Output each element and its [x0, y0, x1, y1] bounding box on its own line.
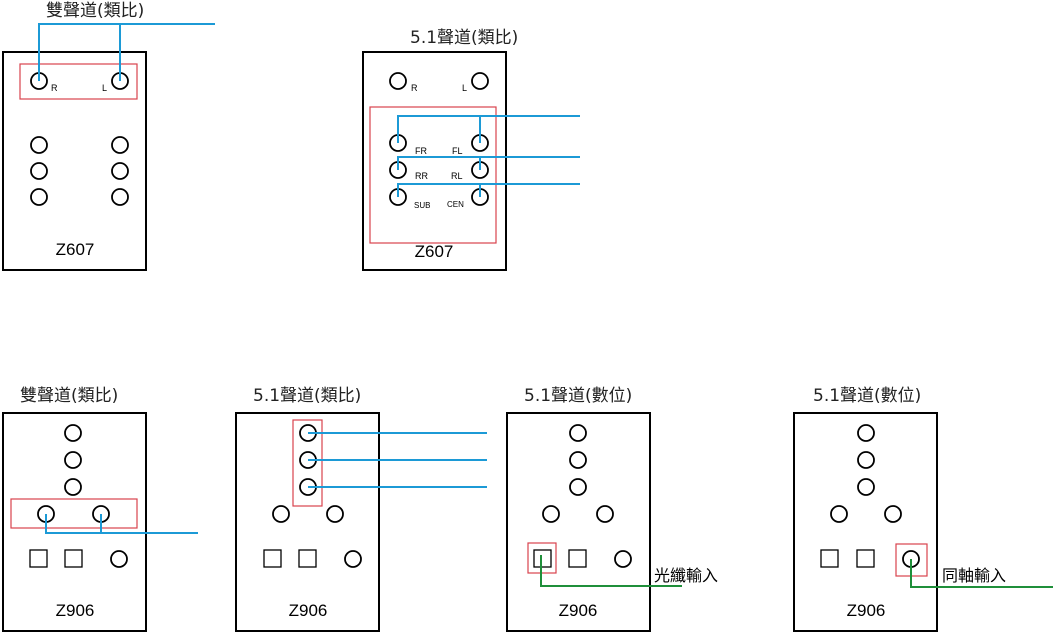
cable-r	[38, 23, 215, 81]
cable-sub-cen	[397, 183, 580, 197]
jack	[272, 505, 290, 523]
jack	[569, 424, 587, 442]
panel-frame	[793, 412, 938, 632]
cable-front	[397, 115, 580, 143]
optical-cable	[540, 555, 682, 587]
jack	[30, 188, 48, 206]
jack	[111, 162, 129, 180]
jack	[857, 424, 875, 442]
panel-title: 5.1聲道(數位)	[524, 386, 632, 406]
jack	[111, 188, 129, 206]
coax-cable	[910, 559, 1053, 588]
panel-frame	[362, 51, 507, 271]
jack-r	[389, 72, 407, 90]
jack-cen-label: CEN	[447, 200, 464, 209]
model-label: Z906	[847, 601, 886, 620]
jack	[569, 478, 587, 496]
model-label: Z906	[559, 601, 598, 620]
optical-input-label: 光纖輸入	[654, 566, 718, 585]
model-label: Z607	[415, 242, 454, 261]
coax-jack	[110, 550, 128, 568]
jack-r-label: R	[411, 83, 418, 93]
jack	[64, 478, 82, 496]
coax-input-label: 同軸輸入	[942, 566, 1006, 585]
panel-title: 雙聲道(類比)	[46, 1, 144, 21]
jack-l-label: L	[102, 83, 107, 93]
digital-port	[856, 549, 875, 568]
panel-frame	[2, 51, 147, 271]
highlight-box	[10, 498, 138, 529]
jack	[64, 451, 82, 469]
highlight-box	[19, 63, 138, 100]
jack-r-label: R	[51, 83, 58, 93]
jack	[326, 505, 344, 523]
panel-z906-51-analog: 5.1聲道(類比) Z906	[235, 386, 487, 632]
jack-rl-label: RL	[451, 171, 463, 181]
jack	[596, 505, 614, 523]
jack	[30, 136, 48, 154]
optical-port	[533, 549, 552, 568]
jack	[542, 505, 560, 523]
panel-title: 5.1聲道(類比)	[410, 28, 518, 48]
digital-port	[29, 549, 48, 568]
jack	[111, 136, 129, 154]
model-label: Z607	[56, 240, 95, 259]
digital-port	[568, 549, 587, 568]
jack-fr-label: FR	[415, 146, 427, 156]
highlight-box	[369, 106, 497, 244]
jack	[64, 424, 82, 442]
panel-z906-51-coax: 5.1聲道(數位) Z906 同軸輸入	[793, 386, 1053, 632]
panel-z607-51: 5.1聲道(類比) R L FR FL RR RL SUB CEN Z607	[362, 28, 580, 271]
jack-rr-label: RR	[415, 171, 428, 181]
coax-jack	[614, 550, 632, 568]
jack	[30, 162, 48, 180]
jack-l-label: L	[462, 83, 467, 93]
model-label: Z906	[289, 601, 328, 620]
digital-port	[263, 549, 282, 568]
panel-frame	[235, 412, 380, 632]
jack	[830, 505, 848, 523]
jack	[857, 478, 875, 496]
panel-frame	[2, 412, 147, 632]
digital-port	[298, 549, 317, 568]
cable-rear	[397, 156, 580, 170]
panel-z906-stereo: 雙聲道(類比) Z906	[2, 386, 198, 632]
panel-title: 5.1聲道(數位)	[813, 386, 921, 406]
jack	[884, 505, 902, 523]
panel-z607-stereo: 雙聲道(類比) R L Z607	[2, 1, 215, 271]
panel-title: 雙聲道(類比)	[20, 386, 118, 406]
digital-port	[820, 549, 839, 568]
panel-z906-51-optical: 5.1聲道(數位) Z906 光纖輸入	[506, 386, 718, 632]
panel-frame	[506, 412, 651, 632]
model-label: Z906	[56, 601, 95, 620]
coax-jack	[344, 550, 362, 568]
jack-l	[471, 72, 489, 90]
jack	[569, 451, 587, 469]
highlight-box	[292, 419, 323, 507]
cable-r	[45, 514, 198, 534]
digital-port	[64, 549, 83, 568]
panel-title: 5.1聲道(類比)	[253, 386, 361, 406]
jack	[857, 451, 875, 469]
jack-sub-label: SUB	[414, 201, 430, 210]
jack-fl-label: FL	[452, 146, 463, 156]
